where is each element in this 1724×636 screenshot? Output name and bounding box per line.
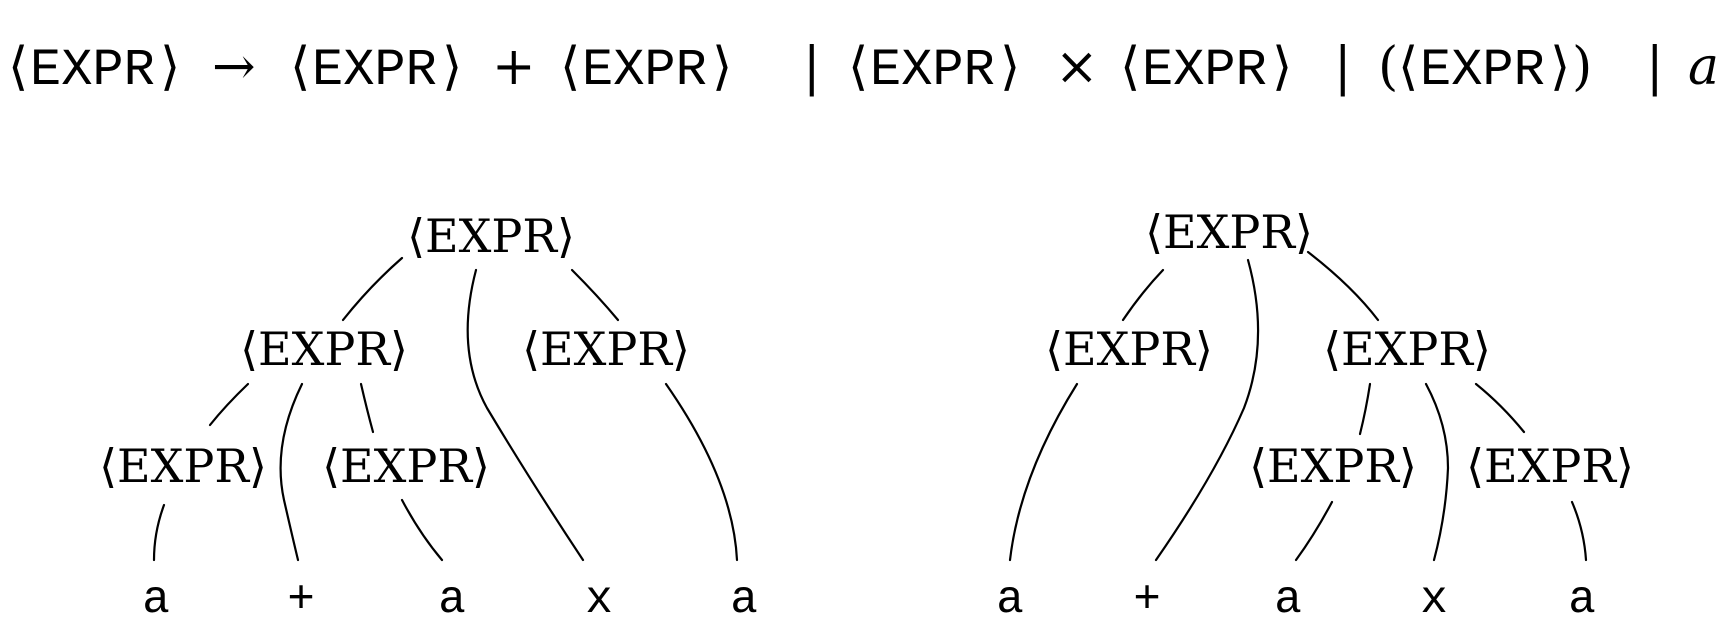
rule-alt1-open-angle: ⟨ — [290, 37, 310, 97]
tree-terminal: a — [438, 574, 466, 626]
tree-node-expr: ⟨EXPR⟩ — [522, 322, 690, 376]
tree-terminal: a — [142, 574, 170, 626]
edge — [400, 498, 444, 562]
edge — [664, 382, 739, 562]
tree-terminal: + — [287, 574, 315, 626]
tree-left-nonterminals: ⟨EXPR⟩ ⟨EXPR⟩ ⟨EXPR⟩ ⟨EXPR⟩ ⟨EXPR⟩ — [99, 209, 690, 493]
edge — [1474, 382, 1526, 434]
rule-separator-2: | — [1334, 37, 1352, 97]
rule-lhs-open-angle: ⟨ — [8, 37, 28, 97]
rule-alt2-nonterminal-right: EXPR — [1142, 41, 1267, 100]
rule-alt3-open-paren: ( — [1378, 37, 1398, 97]
edge — [1294, 500, 1334, 562]
rule-alt2-open-angle: ⟨ — [848, 37, 868, 97]
tree-terminal: a — [1274, 574, 1302, 626]
tree-terminal: a — [730, 574, 758, 626]
rule-alt2-close-angle-right: ⟩ — [1272, 37, 1292, 97]
rule-separator-3: | — [1646, 37, 1664, 97]
edge — [1358, 382, 1372, 436]
rule-alt1-nonterminal-right: EXPR — [582, 41, 707, 100]
edge — [208, 382, 250, 427]
rule-alt1-open-angle-right: ⟨ — [560, 37, 580, 97]
tree-node-expr: ⟨EXPR⟩ — [99, 439, 267, 493]
parse-tree-right: ⟨EXPR⟩ ⟨EXPR⟩ ⟨EXPR⟩ ⟨EXPR⟩ ⟨EXPR⟩ a + a… — [996, 205, 1634, 626]
tree-terminal: a — [1568, 574, 1596, 626]
edge — [279, 382, 304, 562]
rule-alt4-terminal: a — [1688, 37, 1719, 97]
production-rule: ⟨ EXPR ⟩ → ⟨ EXPR ⟩ + ⟨ EXPR ⟩ | ⟨ EXPR … — [8, 37, 1719, 100]
edge — [152, 503, 166, 562]
rule-separator-1: | — [803, 37, 821, 97]
tree-left-terminals: a + a x a — [142, 574, 758, 626]
edge — [359, 382, 375, 434]
rule-alt3-open-angle: ⟨ — [1398, 37, 1418, 97]
edge — [1306, 250, 1380, 322]
tree-right-terminals: a + a x a — [996, 574, 1596, 626]
rule-alt2-nonterminal-left: EXPR — [870, 41, 995, 100]
rule-alt1-nonterminal-left: EXPR — [312, 41, 437, 100]
tree-terminal: x — [1420, 574, 1448, 626]
rule-arrow: → — [212, 37, 256, 97]
rule-alt2-open-angle-right: ⟨ — [1120, 37, 1140, 97]
tree-node-expr: ⟨EXPR⟩ — [240, 322, 408, 376]
rule-alt2-close-angle: ⟩ — [1000, 37, 1020, 97]
edge — [466, 268, 585, 562]
tree-terminal: + — [1133, 574, 1161, 626]
edge — [1424, 382, 1450, 562]
tree-right-nonterminals: ⟨EXPR⟩ ⟨EXPR⟩ ⟨EXPR⟩ ⟨EXPR⟩ ⟨EXPR⟩ — [1045, 205, 1634, 493]
tree-node-expr: ⟨EXPR⟩ — [1145, 205, 1313, 259]
edge — [341, 256, 404, 322]
rule-lhs-close-angle: ⟩ — [160, 37, 180, 97]
rule-lhs-nonterminal: EXPR — [30, 41, 155, 100]
rule-alt1-operator: + — [492, 37, 536, 97]
tree-node-expr: ⟨EXPR⟩ — [1249, 439, 1417, 493]
parse-tree-left: ⟨EXPR⟩ ⟨EXPR⟩ ⟨EXPR⟩ ⟨EXPR⟩ ⟨EXPR⟩ a + a… — [99, 209, 758, 626]
edge — [570, 268, 620, 322]
tree-right-edges — [1008, 250, 1588, 562]
edge — [1008, 382, 1079, 562]
tree-left-edges — [152, 256, 739, 562]
rule-alt3-nonterminal: EXPR — [1420, 41, 1545, 100]
tree-node-expr: ⟨EXPR⟩ — [1466, 439, 1634, 493]
tree-node-expr: ⟨EXPR⟩ — [1323, 322, 1491, 376]
rule-alt2-operator: × — [1055, 37, 1099, 97]
edge — [1570, 500, 1588, 562]
tree-terminal: a — [996, 574, 1024, 626]
rule-alt3-close-paren: ) — [1572, 37, 1592, 97]
rule-alt3-close-angle: ⟩ — [1550, 37, 1570, 97]
tree-node-expr: ⟨EXPR⟩ — [1045, 322, 1213, 376]
tree-terminal: x — [585, 574, 613, 626]
tree-node-expr: ⟨EXPR⟩ — [407, 209, 575, 263]
rule-alt1-close-angle-right: ⟩ — [712, 37, 732, 97]
edge — [1154, 258, 1260, 562]
edge — [1121, 268, 1165, 322]
rule-alt1-close-angle: ⟩ — [442, 37, 462, 97]
tree-node-expr: ⟨EXPR⟩ — [322, 439, 490, 493]
